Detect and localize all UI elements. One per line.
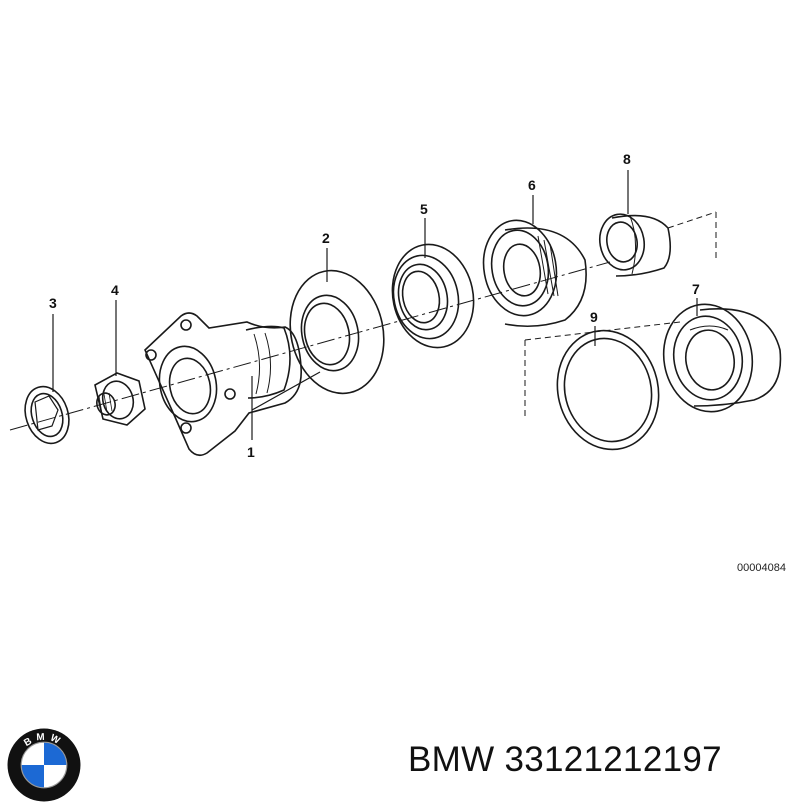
part-9-ring <box>556 329 660 451</box>
callout-3: 3 <box>49 295 57 311</box>
part-3-lock-plate <box>24 385 70 445</box>
callout-1: 1 <box>247 444 255 460</box>
drawing-number: 00004084 <box>737 562 786 574</box>
callout-2: 2 <box>322 230 330 246</box>
part-6-roller-bearing <box>482 219 587 328</box>
part-2-deflector-disc <box>289 269 385 395</box>
callout-9: 9 <box>590 309 598 325</box>
part-5-shaft-seal <box>391 243 475 349</box>
bmw-logo: BMW <box>7 728 81 802</box>
part-number: 33121212197 <box>504 740 722 779</box>
part-4-collar-nut <box>94 372 146 426</box>
callout-8: 8 <box>623 151 631 167</box>
callout-5: 5 <box>420 201 428 217</box>
center-axis <box>9 261 611 431</box>
callout-4: 4 <box>111 282 119 298</box>
brand-part-number-label: BMW 33121212197 <box>408 740 722 780</box>
part-8-inner-race <box>598 213 672 277</box>
part-7-bearing <box>662 303 782 413</box>
callout-6: 6 <box>528 177 536 193</box>
kit-group-frame <box>524 211 717 420</box>
brand-name: BMW <box>408 740 495 779</box>
leader-lines <box>52 170 698 440</box>
callout-7: 7 <box>692 281 700 297</box>
part-1-flange <box>144 312 302 457</box>
